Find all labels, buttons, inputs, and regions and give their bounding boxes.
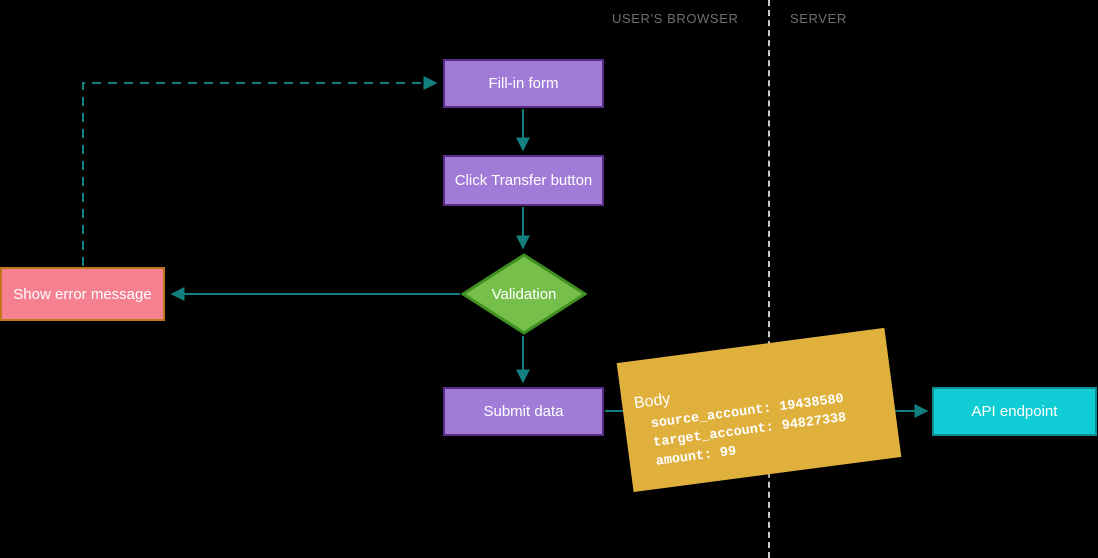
request-body-note: Body source_account: 19438580 target_acc… [616, 327, 902, 493]
node-fill-in-form[interactable]: Fill-in form [443, 59, 604, 108]
node-api-endpoint-label: API endpoint [971, 403, 1058, 420]
lane-divider [768, 0, 770, 558]
node-api-endpoint[interactable]: API endpoint [932, 387, 1097, 436]
node-click-transfer-button[interactable]: Click Transfer button [443, 155, 604, 206]
lane-label-users-browser: USER'S BROWSER [612, 11, 739, 26]
node-submit-data[interactable]: Submit data [443, 387, 604, 436]
node-show-error-message-label: Show error message [13, 285, 152, 303]
node-click-transfer-button-label: Click Transfer button [454, 172, 593, 189]
node-submit-data-label: Submit data [483, 403, 564, 420]
node-show-error-message[interactable]: Show error message [0, 267, 165, 321]
node-fill-in-form-label: Fill-in form [488, 75, 559, 92]
lane-label-server: SERVER [790, 11, 847, 26]
connector-error-to-form-dashed [82, 76, 438, 266]
node-validation-decision[interactable]: Validation [461, 253, 587, 335]
diamond-shape [461, 253, 587, 335]
request-body-note-title: Body [633, 390, 672, 413]
